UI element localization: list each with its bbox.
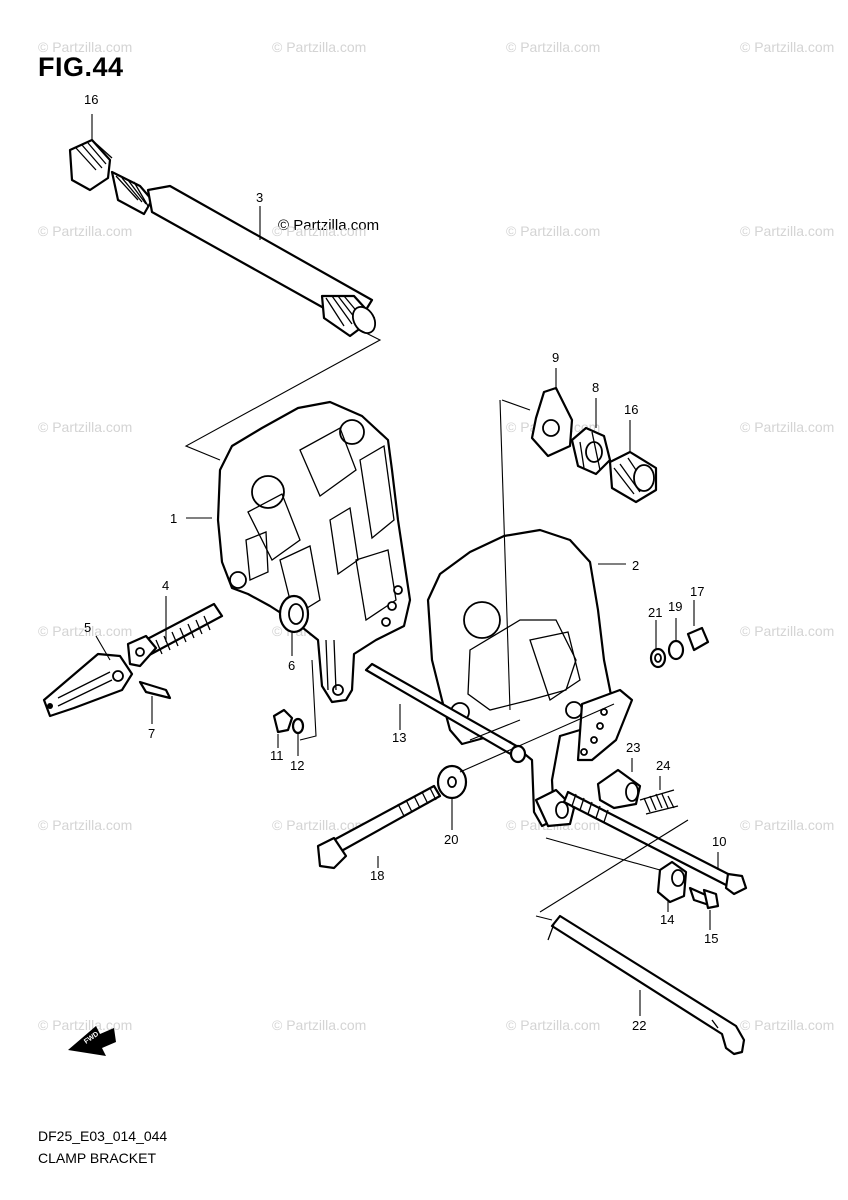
callout-14: 14 — [660, 912, 674, 927]
callout-numbers: 16 3 9 8 16 1 2 4 5 6 7 11 12 13 21 19 1… — [84, 92, 726, 1033]
watermark-text: © Partzilla.com — [38, 223, 132, 239]
part-10-bolt — [562, 790, 748, 896]
part-11-nut — [272, 708, 294, 734]
part-18-long-bolt — [316, 784, 442, 870]
watermark-text: © Partzilla.com — [506, 223, 600, 239]
watermark-text: © Partzilla.com — [272, 223, 366, 239]
watermark-text: © Partzilla.com — [740, 39, 834, 55]
part-15-screw — [688, 886, 720, 910]
callout-5: 5 — [84, 620, 91, 635]
part-7-pin — [138, 680, 172, 700]
figure-title: FIG.44 — [38, 52, 124, 82]
callout-1: 1 — [170, 511, 177, 526]
callout-24: 24 — [656, 758, 670, 773]
fwd-direction-arrow-icon: FWD — [68, 1026, 116, 1056]
watermark-text: © Partzilla.com — [740, 817, 834, 833]
part-19-ring — [667, 639, 685, 661]
callout-3: 3 — [256, 190, 263, 205]
watermark-text: © Partzilla.com — [740, 1017, 834, 1033]
watermark-text: © Partzilla.com — [272, 39, 366, 55]
part-21-washer — [649, 647, 667, 669]
part-2-clamp-bracket-right — [426, 528, 634, 828]
callout-9: 9 — [552, 350, 559, 365]
diagram-name: CLAMP BRACKET — [38, 1150, 156, 1166]
callout-23: 23 — [626, 740, 640, 755]
part-3-tilt-tube — [110, 170, 377, 338]
callout-15: 15 — [704, 931, 718, 946]
callout-4: 4 — [162, 578, 169, 593]
watermark-text: © Partzilla.com — [38, 623, 132, 639]
watermark-text: © Partzilla.com — [38, 39, 132, 55]
copyright-notice: © Partzilla.com — [278, 217, 380, 234]
callout-18: 18 — [370, 868, 384, 883]
callout-21: 21 — [648, 605, 662, 620]
part-23-spacer — [596, 768, 642, 810]
part-1-clamp-bracket-left — [216, 400, 412, 704]
part-5-lever — [42, 652, 134, 718]
part-16-cap-top — [68, 138, 113, 192]
part-14-bushing — [656, 860, 688, 904]
part-22-shift-rod — [547, 914, 746, 1056]
callout-13: 13 — [392, 730, 406, 745]
part-4-adjust-bolt — [126, 602, 224, 668]
callout-22: 22 — [632, 1018, 646, 1033]
watermark-text: © Partzilla.com — [272, 817, 366, 833]
part-8-nut — [570, 426, 612, 476]
part-16-cap-right — [608, 450, 658, 504]
callout-11: 11 — [270, 748, 284, 763]
callout-7: 7 — [148, 726, 155, 741]
part-6-bushing — [278, 594, 310, 634]
callout-20: 20 — [444, 832, 458, 847]
watermark-text: © Partzilla.com — [740, 419, 834, 435]
callout-16-right: 16 — [624, 402, 638, 417]
part-9-plate — [530, 386, 574, 458]
part-24-spring — [639, 789, 679, 815]
part-17-cap — [686, 626, 710, 652]
callout-2: 2 — [632, 558, 639, 573]
callout-17: 17 — [690, 584, 704, 599]
callout-8: 8 — [592, 380, 599, 395]
watermark-text: © Partzilla.com — [740, 223, 834, 239]
watermark-text: © Partzilla.com — [272, 1017, 366, 1033]
watermark-text: © Partzilla.com — [38, 419, 132, 435]
callout-12: 12 — [290, 758, 304, 773]
leader-lines — [91, 114, 719, 1016]
callout-10: 10 — [712, 834, 726, 849]
watermark-text: © Partzilla.com — [38, 1017, 132, 1033]
diagram-code: DF25_E03_014_044 — [38, 1128, 168, 1144]
watermark-text: © Partzilla.com — [38, 817, 132, 833]
callout-16-top: 16 — [84, 92, 98, 107]
part-12-washer — [291, 717, 305, 735]
callout-6: 6 — [288, 658, 295, 673]
callout-19: 19 — [668, 599, 682, 614]
part-13-rod — [364, 662, 527, 764]
watermark-text: © Partzilla.com — [506, 1017, 600, 1033]
watermark-text: © Partzilla.com — [740, 623, 834, 639]
watermark-text: © Partzilla.com — [506, 39, 600, 55]
